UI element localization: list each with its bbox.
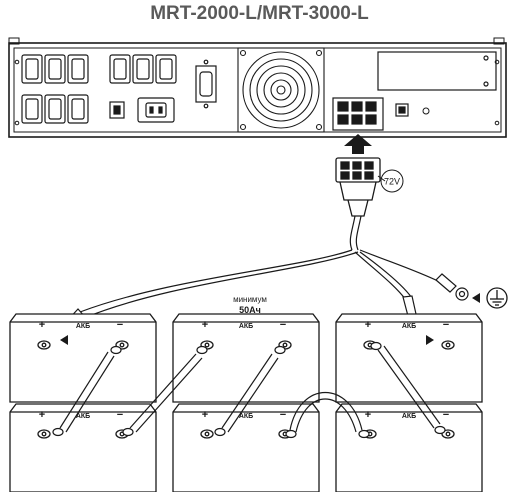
battery-bottom-2 [172,403,320,492]
battery-connector-port [332,97,384,131]
minimum-label: минимум [233,295,267,304]
battery-label: АКБ [402,323,416,330]
plus-label: + [365,319,371,331]
battery-label: АКБ [239,413,253,420]
connection-arrow-icon [344,134,372,154]
snmp-slot-cover [377,51,497,91]
minus-label: − [117,319,123,331]
jumper-bottom1-top2 [122,345,208,437]
fan-grille [237,47,325,133]
minus-label: − [443,319,449,331]
battery-bottom-3 [335,403,483,492]
capacity-label: 50Ач [239,305,261,315]
plus-label: + [202,319,208,331]
battery-label: АКБ [239,323,253,330]
outlet-group-3 [21,94,89,124]
minus-label: − [280,319,286,331]
ground-screw-icon [422,107,430,115]
outlet-group-1 [21,54,89,84]
battery-plug [335,157,381,217]
ac-input-socket [137,97,175,123]
input-breaker [109,101,125,119]
negative-pointer-icon [60,335,68,345]
positive-pointer-icon [426,335,434,345]
plus-label: + [39,319,45,331]
jumper-bottom1-top1 [52,345,122,437]
battery-top-2 [172,313,320,403]
minus-label: − [443,409,449,421]
voltage-tag: 72V [377,169,404,193]
diagram-title: MRT-2000-L/MRT-3000-L [150,3,369,24]
ground-icon [486,287,508,309]
jumper-top2-bottom2 [214,345,286,437]
jumper-bottom2-bottom3 [285,392,370,439]
battery-label: АКБ [402,413,416,420]
battery-label: АКБ [76,323,90,330]
plus-label: + [202,409,208,421]
serial-port [195,59,217,109]
battery-bottom-1 [9,403,157,492]
voltage-label: 72V [384,177,400,187]
battery-cable-harness [79,215,441,319]
minus-label: − [280,409,286,421]
plus-label: + [365,409,371,421]
ground-cable-lug [435,273,469,301]
battery-top-1 [9,313,157,403]
minus-label: − [117,409,123,421]
plus-label: + [39,409,45,421]
ground-arrow-icon [472,293,480,303]
outlet-group-2 [109,54,177,84]
jumper-top3-bottom3 [370,341,446,435]
usb-port [395,103,409,117]
battery-label: АКБ [76,413,90,420]
